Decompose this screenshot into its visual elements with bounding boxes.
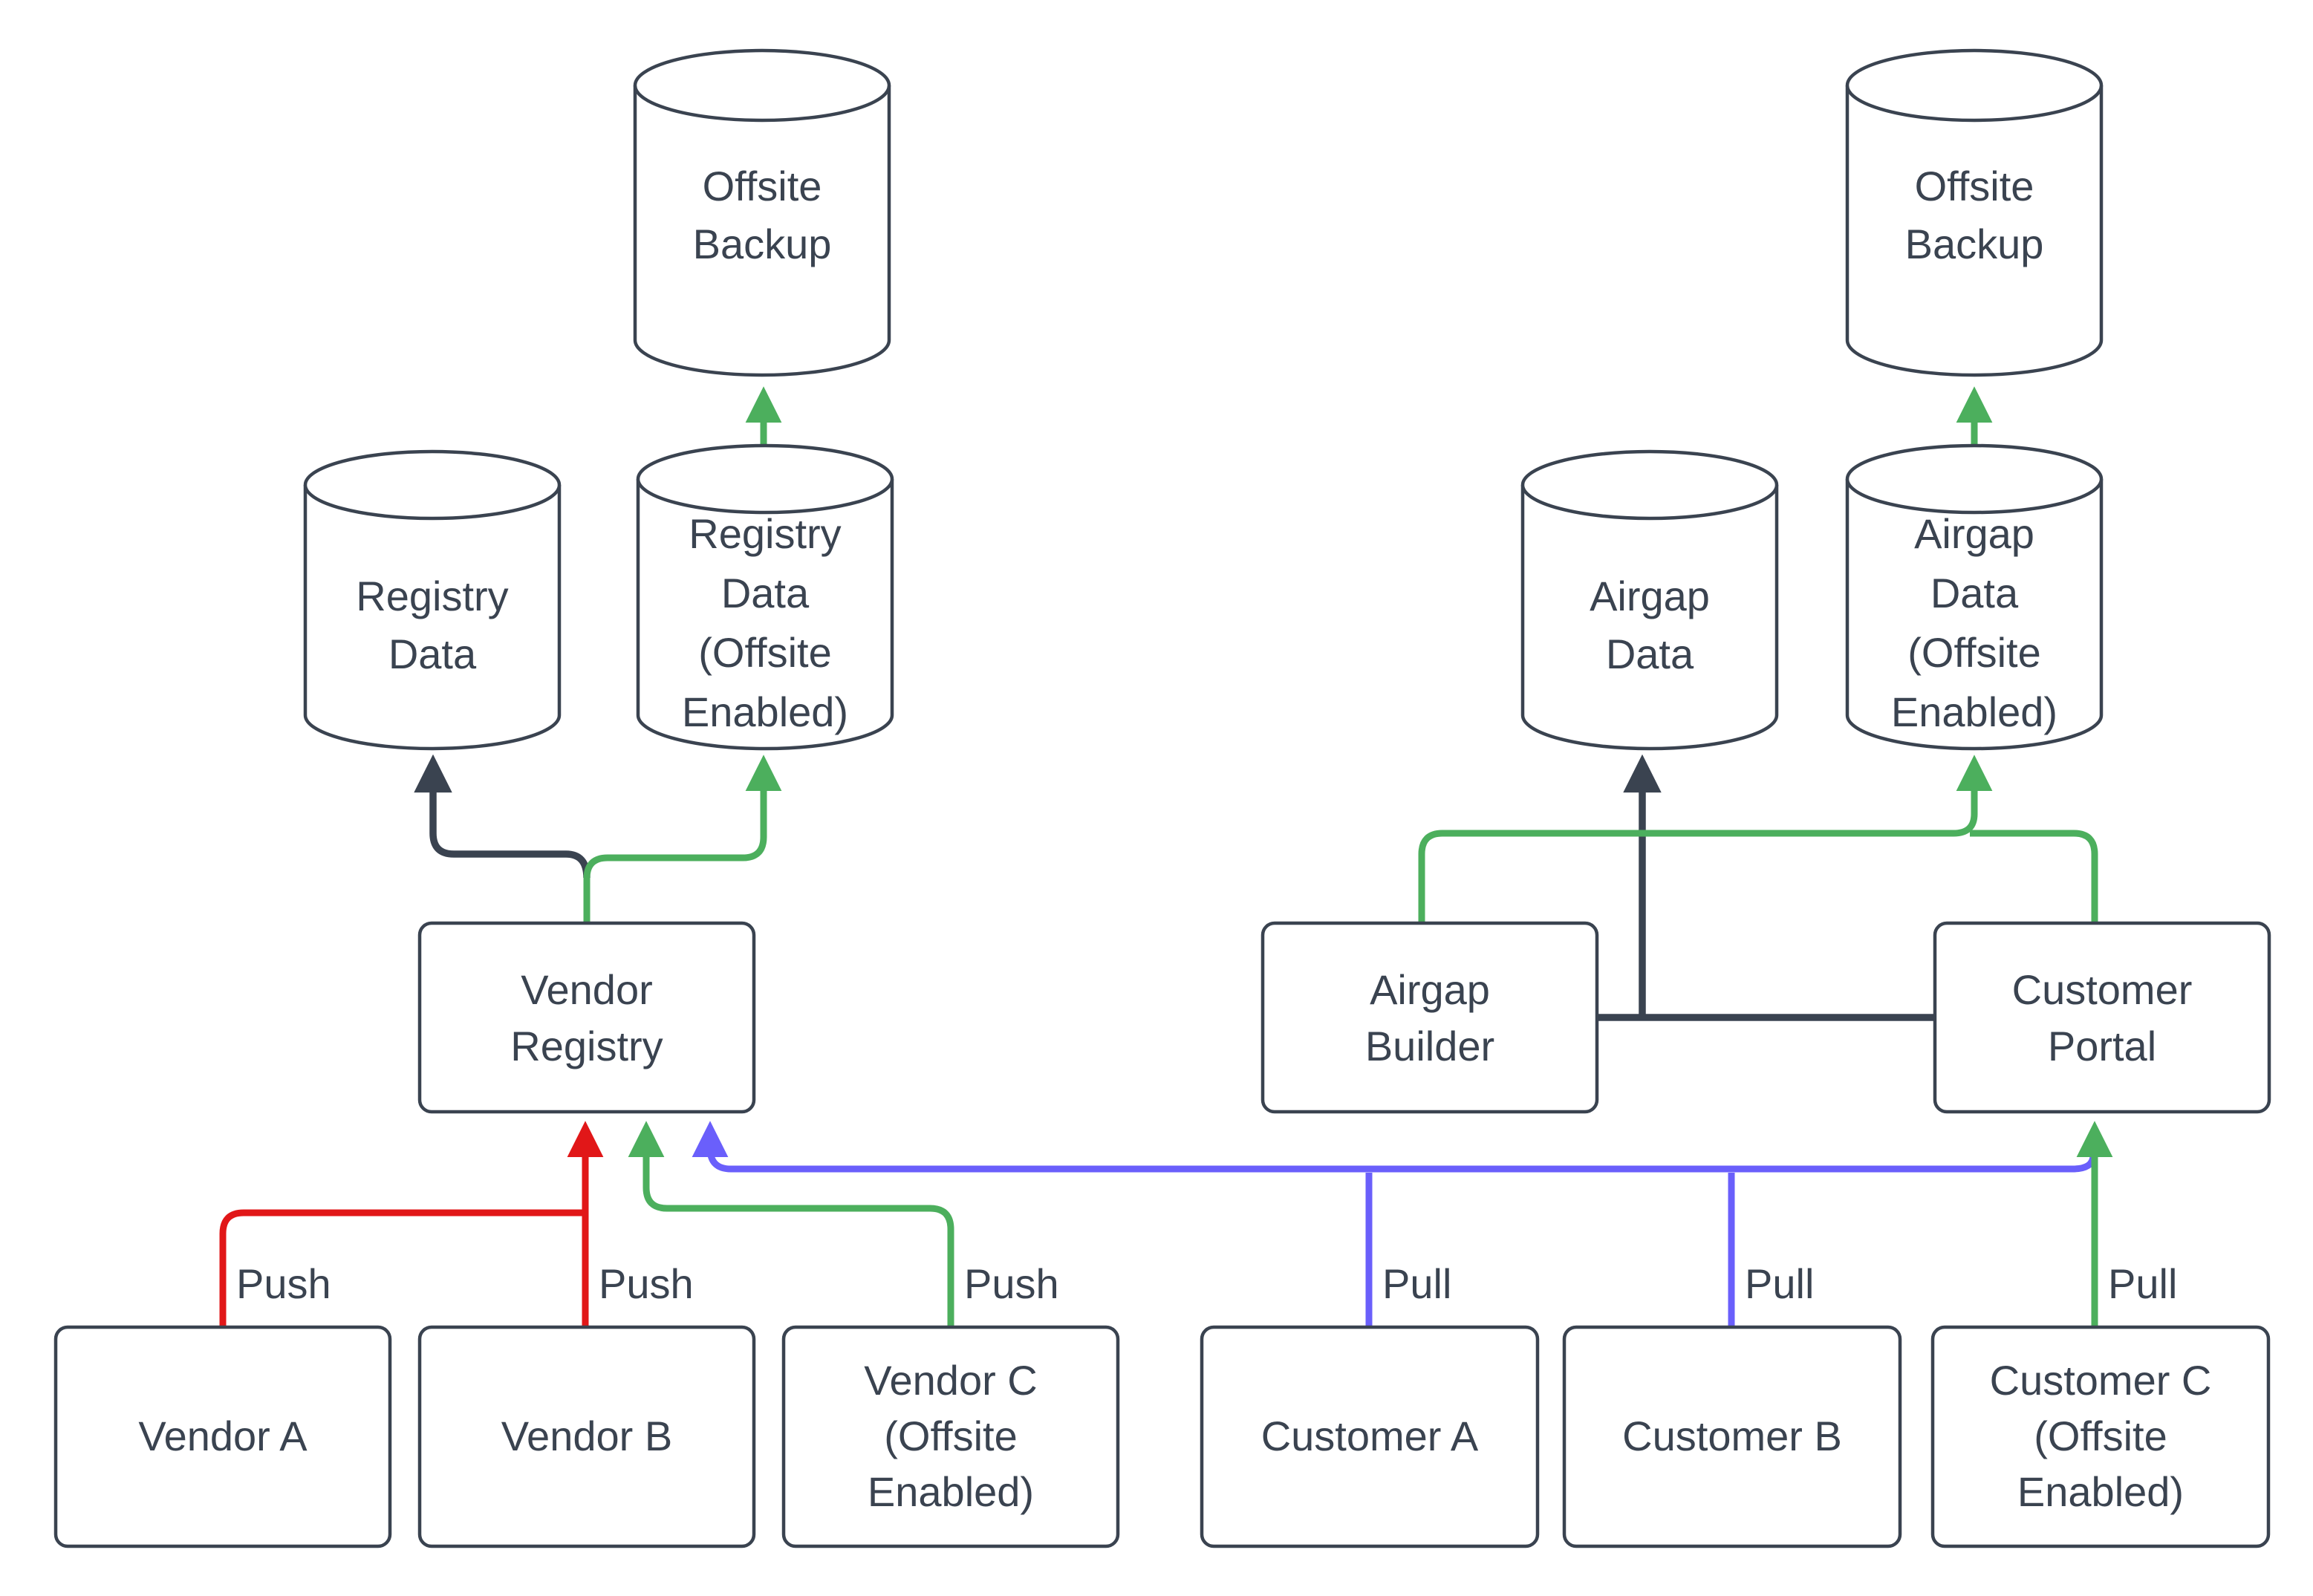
node-label: Data xyxy=(388,631,477,677)
node-label: Portal xyxy=(2048,1023,2156,1069)
node-label: Backup xyxy=(1905,221,2044,267)
edge-label-push-vendor-a: Push xyxy=(236,1260,331,1307)
node-customer-portal: Customer Portal xyxy=(1933,921,2271,1114)
cylinder-top xyxy=(1520,449,1779,521)
node-label: Customer C xyxy=(1990,1357,2212,1404)
cylinder-shape xyxy=(1845,479,2104,751)
edge-label-pull-customer-b: Pull xyxy=(1745,1260,1814,1307)
edge-registry-offsite-store xyxy=(583,755,782,925)
edge-label-push-vendor-c: Push xyxy=(964,1260,1059,1307)
node-vendor-c-offsite: Vendor C (Offsite Enabled) xyxy=(781,1325,1120,1548)
node-label: Vendor C xyxy=(864,1357,1038,1404)
node-label: Data xyxy=(1930,570,2019,616)
node-customer-c-offsite: Customer C (Offsite Enabled) xyxy=(1930,1325,2271,1548)
box-shape xyxy=(1562,1325,1902,1548)
node-offsite-backup-right: Offsite Backup xyxy=(1845,48,2104,377)
cylinder-shape xyxy=(633,85,891,377)
node-registry-data: Registry Data xyxy=(303,449,562,751)
node-label: Data xyxy=(1606,631,1694,677)
cylinder-top xyxy=(1845,443,2104,515)
node-airgap-data-offsite: Airgap Data (Offsite Enabled) xyxy=(1845,443,2104,751)
node-label: Builder xyxy=(1365,1023,1494,1069)
box-shape xyxy=(1930,1325,2271,1548)
node-label: (Offsite xyxy=(884,1413,1017,1459)
node-label: Data xyxy=(721,570,810,616)
node-label: Enabled) xyxy=(1891,688,2057,735)
box-shape xyxy=(1260,921,1599,1114)
node-customer-b: Customer B xyxy=(1562,1325,1902,1548)
node-customer-a: Customer A xyxy=(1200,1325,1540,1548)
node-label: Enabled) xyxy=(2017,1468,2184,1515)
node-label: Offsite xyxy=(1915,163,2034,209)
box-shape xyxy=(781,1325,1120,1548)
cylinder-top xyxy=(633,48,891,123)
cylinder-top xyxy=(1845,48,2104,123)
box-shape xyxy=(417,921,756,1114)
node-label: Airgap xyxy=(1590,573,1710,619)
box-shape xyxy=(1200,1325,1540,1548)
cylinder-shape xyxy=(1845,85,2104,377)
cylinder-top xyxy=(636,443,894,515)
node-label: Customer A xyxy=(1261,1413,1479,1459)
node-registry-data-offsite: Registry Data (Offsite Enabled) xyxy=(636,443,894,751)
edge-label-pull-customer-a: Pull xyxy=(1382,1260,1451,1307)
edge-vendor-c-push xyxy=(628,1121,954,1329)
edge-label-push-vendor-b: Push xyxy=(599,1260,694,1307)
node-label: Registry xyxy=(689,510,841,557)
node-label: Registry xyxy=(356,573,508,619)
node-label: Registry xyxy=(510,1023,663,1069)
node-label: Backup xyxy=(693,221,832,267)
node-offsite-backup-left: Offsite Backup xyxy=(633,48,891,377)
node-vendor-registry: Vendor Registry xyxy=(417,921,756,1114)
node-label: Vendor A xyxy=(138,1413,308,1459)
edge-vendor-a-push xyxy=(219,1209,584,1329)
box-shape xyxy=(1933,921,2271,1114)
node-label: Customer B xyxy=(1622,1413,1842,1459)
node-label: (Offsite xyxy=(1907,629,2040,676)
edge-registry-data-store xyxy=(414,754,591,879)
edge-airgap-offsite-store xyxy=(1418,755,1993,925)
node-label: Enabled) xyxy=(682,688,848,735)
node-label: Customer xyxy=(2012,966,2193,1013)
node-label: (Offsite xyxy=(2034,1413,2167,1459)
node-airgap-data: Airgap Data xyxy=(1520,449,1779,751)
cylinder-shape xyxy=(303,485,562,751)
node-label: Airgap xyxy=(1914,510,2034,557)
node-label: Vendor B xyxy=(501,1413,672,1459)
edge-portal-offsite-link xyxy=(1970,830,2098,925)
cylinder-shape xyxy=(1520,485,1779,751)
cylinder-top xyxy=(303,449,562,521)
node-vendor-b: Vendor B xyxy=(417,1325,756,1548)
box-shape xyxy=(417,1325,756,1548)
cylinder-shape xyxy=(636,479,894,751)
node-label: Offsite xyxy=(703,163,822,209)
node-vendor-a: Vendor A xyxy=(53,1325,392,1548)
node-label: Enabled) xyxy=(868,1468,1034,1515)
node-label: (Offsite xyxy=(698,629,831,676)
node-airgap-builder: Airgap Builder xyxy=(1260,921,1599,1114)
node-label: Airgap xyxy=(1370,966,1490,1013)
edge-customers-pull-to-registry xyxy=(692,1121,2097,1173)
node-label: Vendor xyxy=(521,966,653,1013)
edge-label-pull-customer-c: Pull xyxy=(2108,1260,2177,1307)
box-shape xyxy=(53,1325,392,1548)
